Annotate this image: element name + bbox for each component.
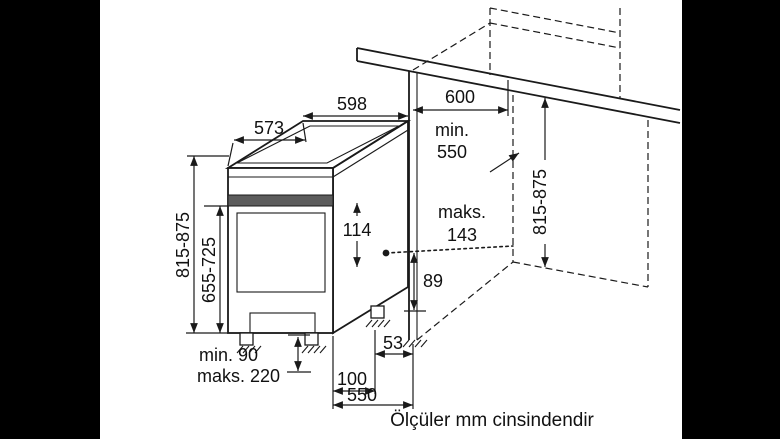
units-caption: Ölçüler mm cinsindendir bbox=[390, 410, 594, 431]
dim-label-min: min. bbox=[435, 120, 469, 140]
door-panel bbox=[236, 212, 326, 293]
foot-back bbox=[370, 305, 385, 319]
dim-label-550-base: 550 bbox=[347, 385, 377, 405]
niche-side-wall bbox=[408, 71, 418, 340]
dim-label-89: 89 bbox=[423, 271, 443, 291]
dim-label-53: 53 bbox=[383, 333, 403, 353]
dim-label-550-niche: 550 bbox=[437, 142, 467, 162]
diagram-panel: 573 598 600 min. 550 815-875 655-725 815… bbox=[100, 0, 682, 439]
dim-label-815-875-right: 815-875 bbox=[530, 169, 550, 235]
dim-label-114: 114 bbox=[343, 220, 372, 240]
dim-label-100: 100 bbox=[337, 369, 367, 389]
dim-label-143: 143 bbox=[447, 225, 477, 245]
plinth bbox=[249, 312, 316, 334]
dishwasher-body bbox=[224, 119, 412, 346]
dimension-labels: 573 598 600 min. 550 815-875 655-725 815… bbox=[173, 87, 550, 405]
dim-label-815-875-left: 815-875 bbox=[173, 212, 193, 278]
ground-hatching bbox=[236, 319, 428, 354]
dimension-lines bbox=[186, 80, 549, 409]
installation-diagram: 573 598 600 min. 550 815-875 655-725 815… bbox=[173, 7, 681, 431]
dim-label-573: 573 bbox=[254, 118, 284, 138]
dim-label-655-725: 655-725 bbox=[199, 237, 219, 303]
dim-label-min-90: min. 90 bbox=[199, 345, 258, 365]
door-projection-marker bbox=[382, 245, 514, 257]
dim-label-maks: maks. bbox=[438, 202, 486, 222]
foot-front-right bbox=[304, 332, 319, 346]
dim-label-maks-220: maks. 220 bbox=[197, 366, 280, 386]
foot-front-left bbox=[239, 332, 254, 346]
dim-label-598: 598 bbox=[337, 94, 367, 114]
dim-label-600: 600 bbox=[445, 87, 475, 107]
control-strip bbox=[227, 194, 334, 207]
cabinet-dashed-outline bbox=[412, 7, 649, 341]
worktop bbox=[356, 47, 681, 124]
